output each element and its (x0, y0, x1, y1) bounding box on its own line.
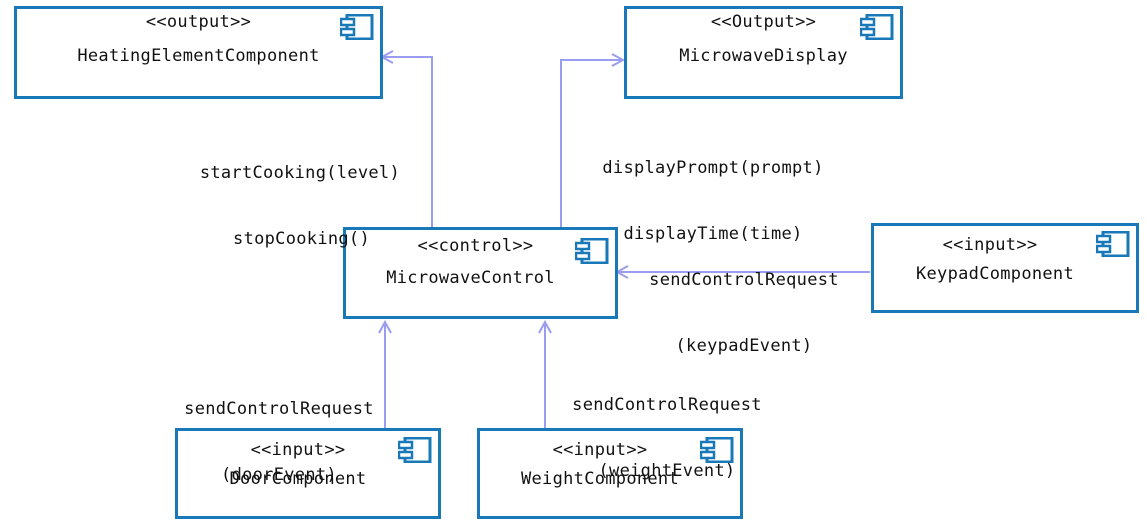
connector-control-to-heating (382, 57, 433, 227)
component-name: DoorComponent (229, 469, 367, 489)
component-stereotype: <<Output>> (710, 12, 817, 32)
microwave-display-component[interactable]: <<Output>> MicrowaveDisplay (624, 6, 903, 99)
component-stereotype: <<input>> (552, 440, 648, 460)
keypad-component[interactable]: <<input>> KeypadComponent (871, 223, 1139, 313)
display-time-label: displayTime(time) (623, 224, 803, 244)
heating-element-component[interactable]: <<output>> HeatingElementComponent (14, 6, 383, 99)
uml-component-icon (700, 437, 734, 463)
door-message-labels: sendControlRequest (doorEvent) (160, 354, 398, 508)
uml-component-icon (1096, 231, 1130, 257)
weight-send-request-label: sendControlRequest (572, 395, 762, 415)
component-name: MicrowaveDisplay (679, 46, 848, 66)
keypad-send-request-label: sendControlRequest (649, 270, 839, 290)
heating-message-labels: startCooking(level) stopCooking() (150, 118, 400, 272)
component-name: MicrowaveControl (386, 268, 555, 288)
door-send-request-label: sendControlRequest (184, 399, 374, 419)
component-stereotype: <<input>> (250, 440, 346, 460)
display-message-labels: displayPrompt(prompt) displayTime(time) (578, 113, 848, 267)
stop-cooking-label: stopCooking() (233, 229, 370, 249)
component-name: WeightComponent (520, 469, 680, 489)
connector-control-to-display (560, 60, 623, 227)
component-stereotype: <<control>> (417, 236, 534, 256)
weight-event-label: (weightEvent) (598, 461, 736, 481)
weight-message-labels: sendControlRequest (weightEvent) (548, 350, 786, 504)
keypad-message-labels: sendControlRequest (keypadEvent) (625, 225, 863, 379)
door-event-label: (doorEvent) (221, 465, 337, 485)
display-prompt-label: displayPrompt(prompt) (602, 158, 824, 178)
weight-component[interactable]: <<input>> WeightComponent (477, 428, 743, 519)
component-name: KeypadComponent (915, 264, 1075, 284)
component-name: HeatingElementComponent (77, 46, 320, 66)
door-component[interactable]: <<input>> DoorComponent (175, 428, 441, 519)
uml-component-icon (860, 14, 894, 40)
component-stereotype: <<output>> (145, 12, 252, 32)
microwave-control-component[interactable]: <<control>> MicrowaveControl (343, 227, 618, 319)
uml-component-icon (340, 14, 374, 40)
keypad-event-label: (keypadEvent) (675, 336, 813, 356)
uml-component-icon (398, 437, 432, 463)
component-stereotype: <<input>> (942, 235, 1038, 255)
uml-component-icon (575, 238, 609, 264)
start-cooking-label: startCooking(level) (199, 163, 400, 183)
